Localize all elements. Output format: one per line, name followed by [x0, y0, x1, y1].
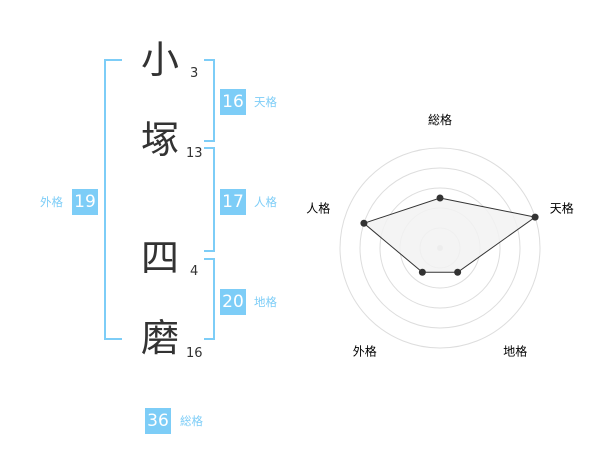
chikaku-bracket [204, 258, 215, 340]
stroke-count-1: 3 [190, 66, 199, 81]
stroke-count-3: 4 [190, 264, 199, 279]
jinkaku-bracket [204, 147, 215, 252]
name-char-3: 四 [140, 236, 179, 280]
radar-axis-label-1: 総格 [428, 112, 452, 127]
chikaku-value: 20 [220, 289, 246, 315]
name-char-4: 磨 [140, 316, 179, 360]
jinkaku-label: 人格 [254, 195, 277, 209]
jinkaku-value: 17 [220, 189, 246, 215]
stroke-count-2: 13 [186, 146, 203, 161]
radar-axis-label-3: 地格 [503, 344, 527, 359]
name-char-2: 塚 [140, 118, 179, 162]
name-char-1: 小 [140, 38, 179, 82]
radar-ring [339, 147, 541, 349]
gaikaku-label: 外格 [40, 195, 63, 209]
tenkaku-value: 16 [220, 89, 246, 115]
radar-point-1 [436, 194, 444, 202]
gaikaku-bracket [104, 59, 122, 340]
chikaku-label: 地格 [254, 295, 277, 309]
gaikaku-value: 19 [72, 189, 98, 215]
tenkaku-bracket [204, 59, 215, 142]
tenkaku-label: 天格 [254, 95, 277, 109]
radar-ring [359, 167, 521, 329]
radar-axis-label-4: 外格 [353, 344, 377, 359]
radar-point-5 [360, 219, 368, 227]
radar-point-4 [418, 268, 426, 276]
radar-axis-label-2: 天格 [550, 200, 574, 215]
radar-point-3 [454, 268, 462, 276]
radar-point-2 [531, 213, 539, 221]
stroke-count-4: 16 [186, 346, 203, 361]
radar-axis-label-5: 人格 [306, 200, 330, 215]
radar-area [362, 197, 537, 273]
radar-ring [379, 187, 501, 309]
soukaku-value: 36 [145, 408, 171, 434]
soukaku-label: 総格 [180, 414, 203, 428]
